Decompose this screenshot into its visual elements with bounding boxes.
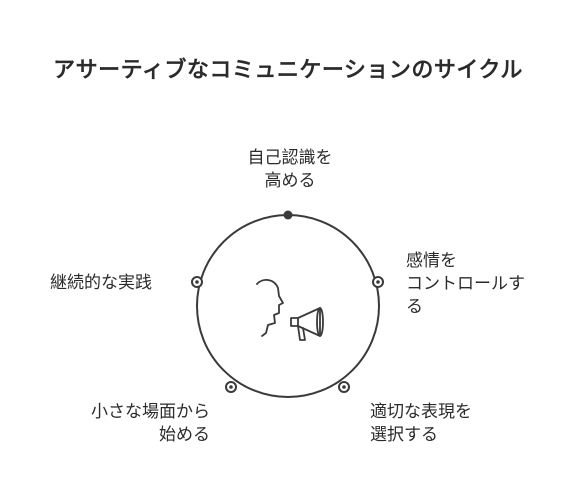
step-label-start-small: 小さな場面から 始める <box>91 402 210 445</box>
node-bottom-left <box>225 381 237 393</box>
step-label-emotion-control: 感情を コントロールす る <box>406 251 525 317</box>
step-label-choose-expression: 適切な表現を 選択する <box>370 402 472 445</box>
speaker-megaphone-icon <box>256 279 324 341</box>
node-left <box>191 276 203 288</box>
node-top <box>283 210 293 220</box>
node-right <box>372 276 384 288</box>
cycle-circle <box>196 214 380 398</box>
step-label-continuous-practice: 継続的な実践 <box>50 273 152 293</box>
node-bottom-right <box>338 381 350 393</box>
diagram-title: アサーティブなコミュニケーションのサイクル <box>53 58 523 83</box>
step-label-self-awareness: 自己認識を 高める <box>247 148 333 191</box>
